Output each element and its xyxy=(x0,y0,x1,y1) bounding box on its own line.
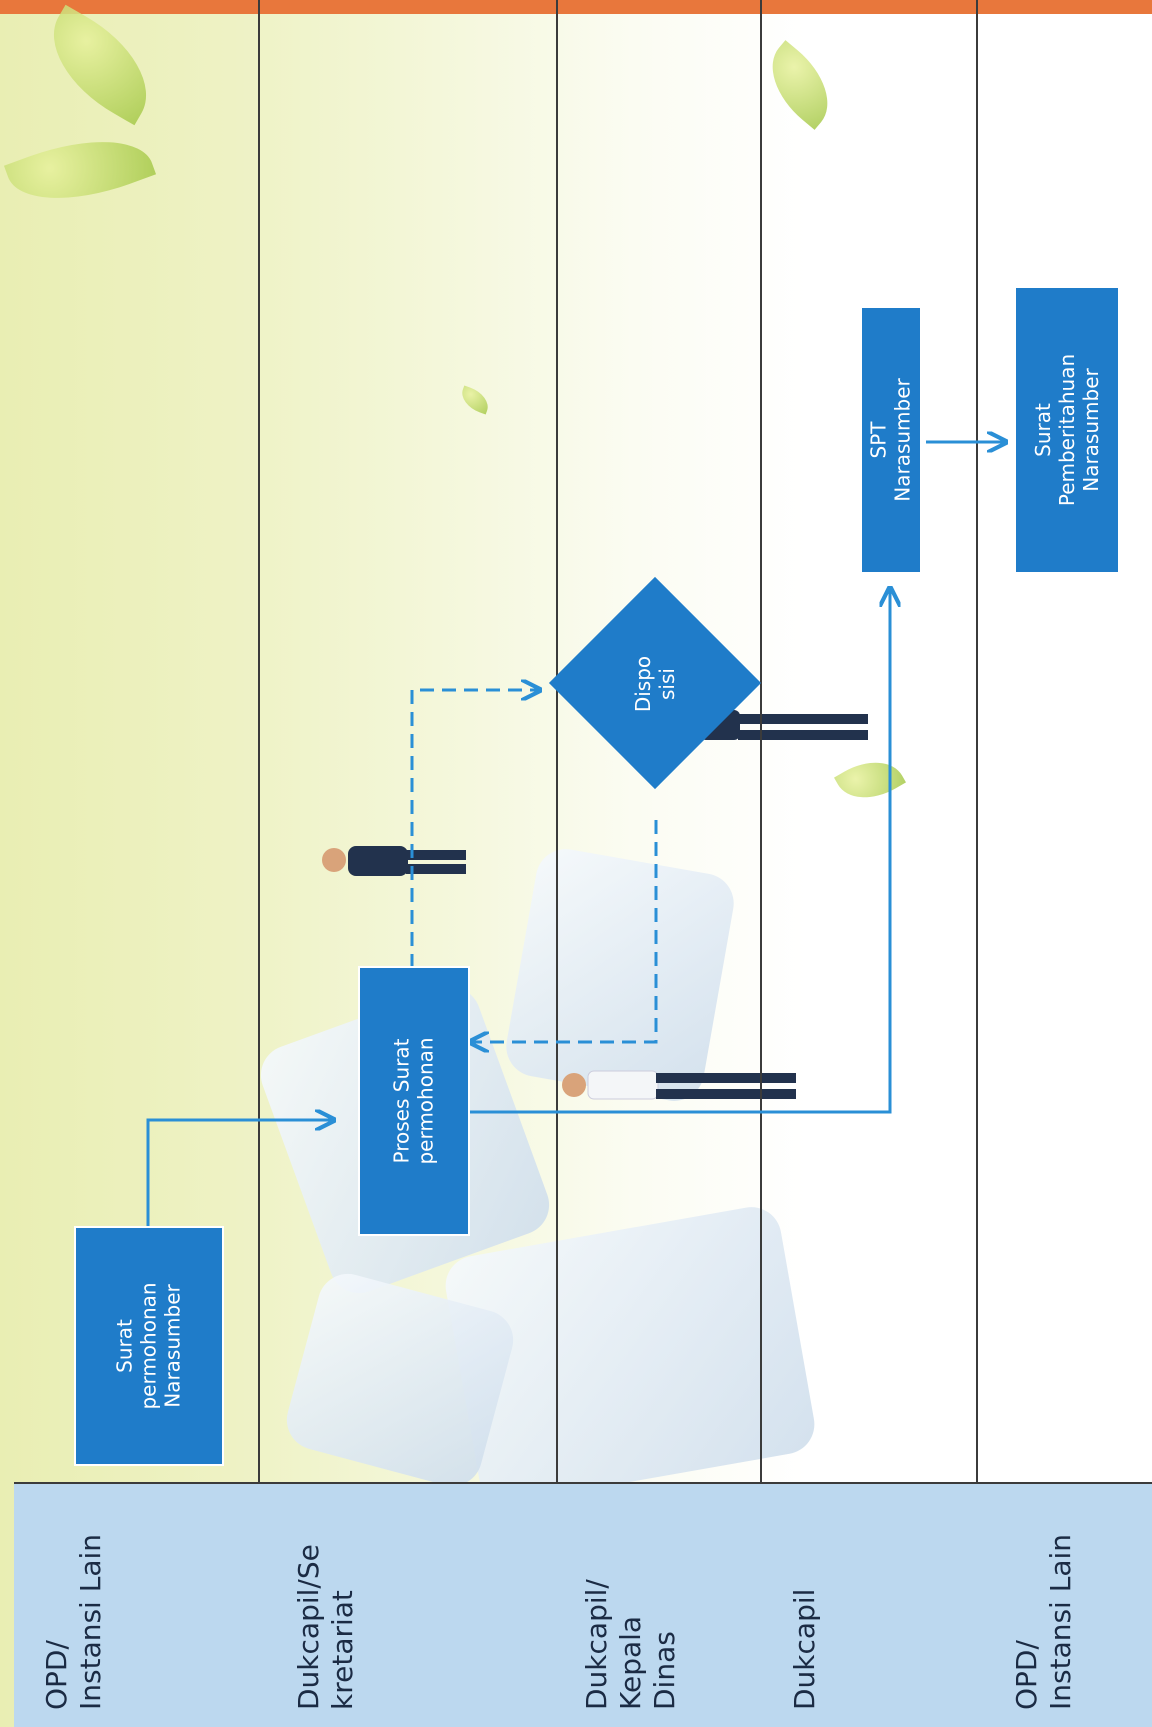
lane-label-column xyxy=(14,1483,1152,1727)
arrow-proses-to-spt xyxy=(468,588,890,1114)
node-spt-narasumber: SPT Narasumber xyxy=(862,308,920,572)
node-surat-permohonan-label: Surat permohonan Narasumber xyxy=(112,1282,185,1410)
lane-divider xyxy=(760,0,762,1727)
person-figure xyxy=(322,846,466,876)
node-surat-permohonan: Surat permohonan Narasumber xyxy=(76,1228,222,1464)
lane-divider xyxy=(258,0,260,1727)
lane-divider xyxy=(556,0,558,1727)
node-proses-surat: Proses Surat permohonan xyxy=(360,968,468,1234)
lane-divider xyxy=(976,0,978,1727)
node-surat-pemberitahuan-label: Surat Pemberitahuan Narasumber xyxy=(1031,353,1104,507)
arrow-proses-to-disposisi xyxy=(410,690,540,968)
node-spt-label: SPT Narasumber xyxy=(867,378,916,502)
node-surat-pemberitahuan: Surat Pemberitahuan Narasumber xyxy=(1016,288,1118,572)
accent-strip xyxy=(0,0,1152,14)
arrow-disposisi-to-proses xyxy=(470,820,658,1042)
person-figure xyxy=(562,1070,796,1100)
lane-label-divider xyxy=(14,1482,1152,1484)
node-proses-surat-label: Proses Surat permohonan xyxy=(390,1037,439,1165)
arrow-permohonan-to-proses xyxy=(146,1120,334,1230)
node-disposisi-label: Dispo sisi xyxy=(631,655,679,713)
